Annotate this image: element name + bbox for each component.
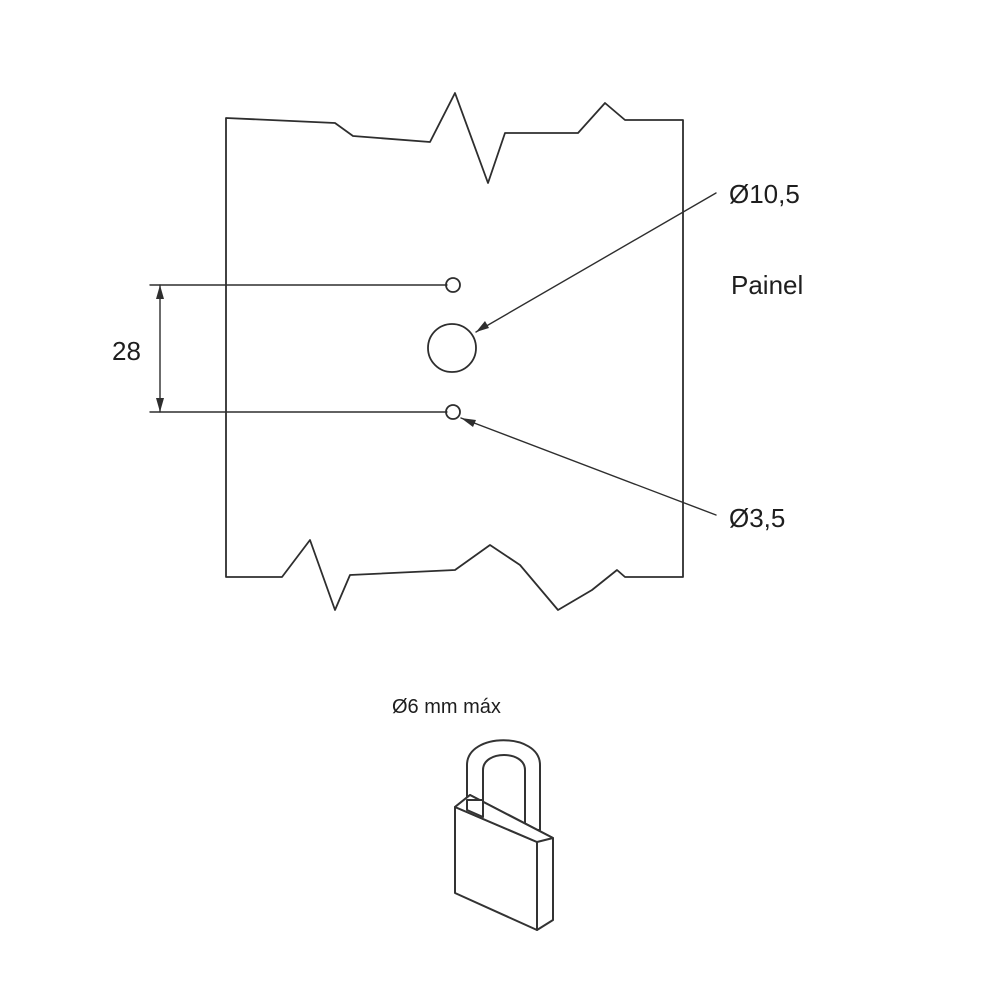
padlock-icon [454,739,554,931]
large-hole [427,323,477,373]
dimension-label: 28 [112,336,141,366]
panel-label: Painel [731,270,803,300]
small-hole-top [445,277,461,293]
leader-line-small-hole [460,417,717,516]
leader-arrow-large-hole [476,321,489,332]
large-hole-diameter-label: Ø10,5 [729,179,800,209]
small-hole-diameter-label: Ø3,5 [729,503,785,533]
padlock-spec-label: Ø6 mm máx [392,696,501,718]
small-hole-bottom [445,404,461,420]
dimension-arrow-top [156,285,164,299]
dimension-arrow-bottom [156,398,164,412]
panel-outline [225,92,684,611]
leader-arrow-small-hole [461,418,476,427]
leader-line-large-hole [475,192,717,333]
